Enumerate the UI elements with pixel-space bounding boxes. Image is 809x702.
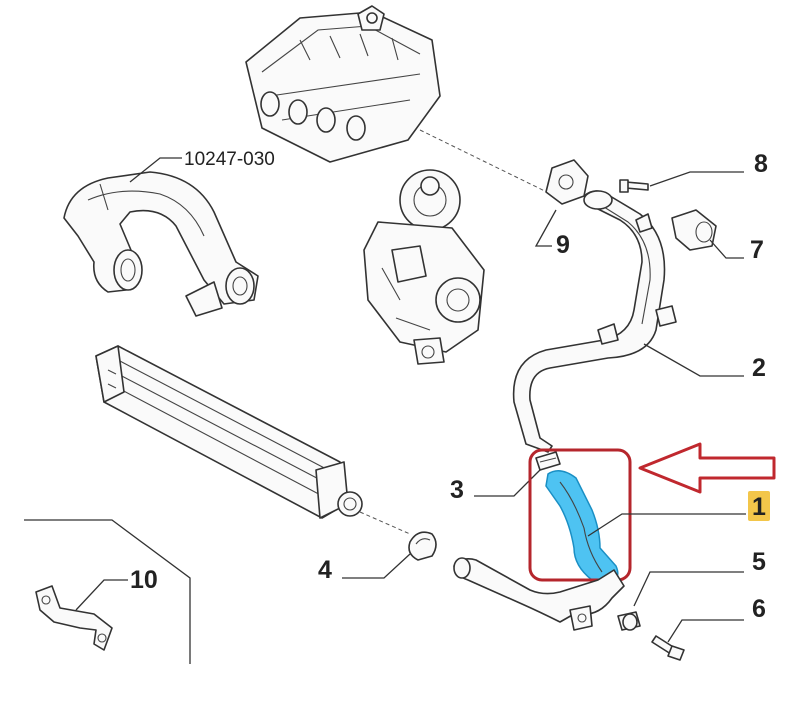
turbocharger	[363, 169, 485, 365]
reference-hose	[63, 171, 259, 317]
label-6: 6	[752, 595, 766, 623]
label-8-leader	[649, 171, 744, 187]
reference-label: 10247-030	[184, 149, 275, 170]
highlighted-hose	[545, 470, 619, 583]
clamp-4	[408, 531, 437, 561]
label-4: 4	[318, 556, 332, 584]
label-1: 1	[752, 493, 766, 521]
label-6-leader	[667, 619, 744, 643]
label-10: 10	[130, 566, 158, 594]
label-7-leader	[709, 239, 744, 259]
label-1-leader	[587, 513, 746, 537]
clamp-3	[535, 451, 561, 471]
connector-7	[671, 209, 717, 251]
label-7: 7	[750, 236, 764, 264]
flange-gasket	[545, 159, 589, 205]
label-2-leader	[643, 343, 744, 377]
label-1-badge	[748, 491, 770, 521]
label-3: 3	[450, 476, 464, 504]
intercooler	[95, 345, 363, 519]
label-4-leader	[342, 553, 411, 579]
label-10-leader	[75, 579, 128, 611]
label-9-leader	[534, 209, 557, 247]
label-9: 9	[556, 231, 570, 259]
intake-manifold	[245, 5, 441, 163]
indicator-arrow	[638, 442, 776, 494]
label-5-leader	[633, 571, 744, 607]
label-2: 2	[752, 354, 766, 382]
assembly-dashline-intercooler	[359, 511, 411, 535]
bolt-8	[619, 179, 649, 193]
metal-pipe	[512, 190, 677, 453]
label-8: 8	[754, 150, 768, 178]
label-5: 5	[752, 548, 766, 576]
highlight-frame	[528, 448, 632, 582]
bolt-6	[651, 635, 685, 661]
bolt-5	[617, 611, 641, 631]
lower-pipe	[453, 557, 625, 631]
bracket-10	[35, 585, 113, 651]
reference-hose-leader	[129, 157, 182, 183]
panel-border	[24, 519, 191, 664]
